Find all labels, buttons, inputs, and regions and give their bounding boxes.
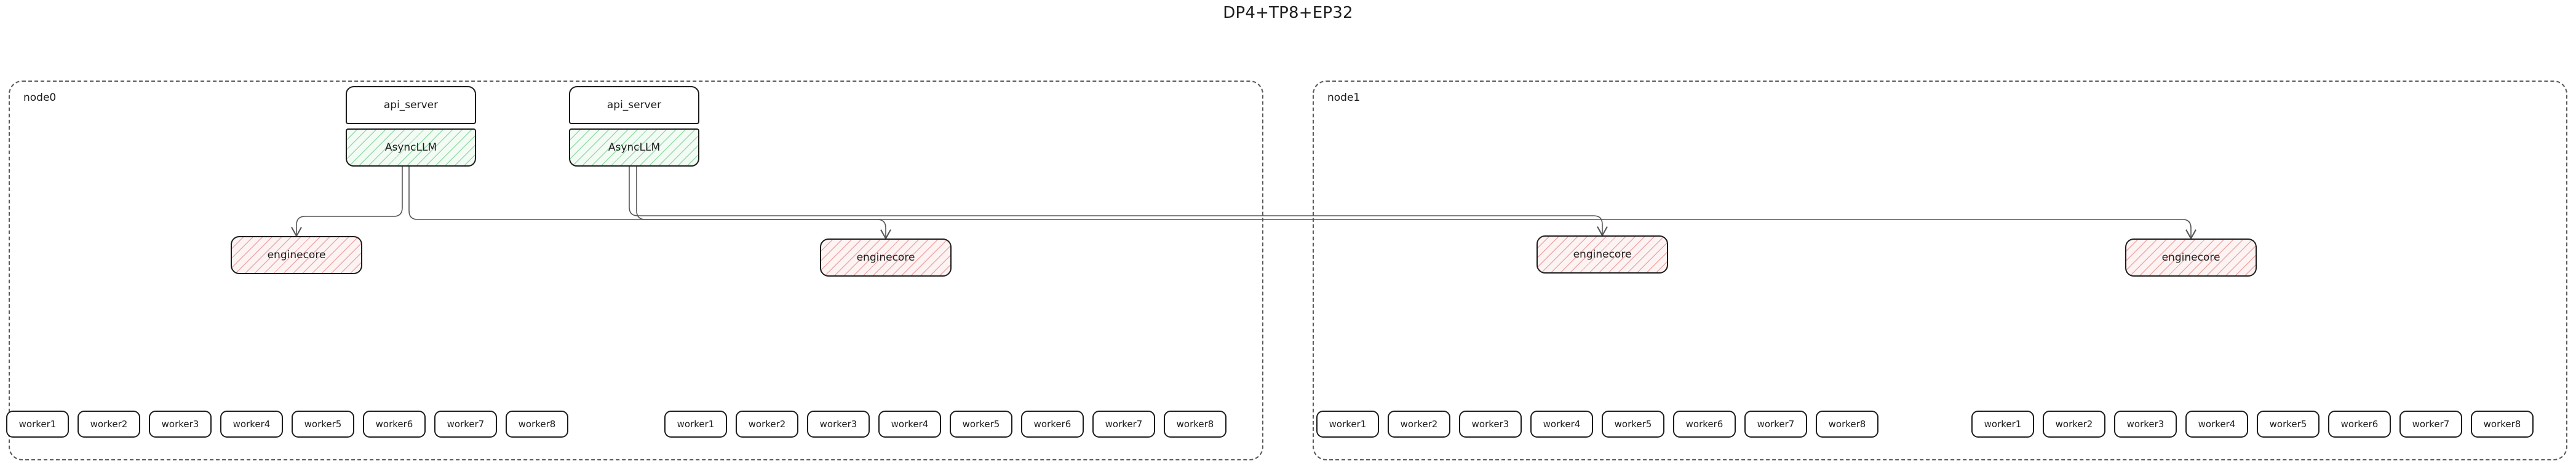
node-worker-label: worker8 bbox=[518, 418, 556, 430]
cluster-node0 bbox=[9, 81, 1263, 460]
cluster-label-node1: node1 bbox=[1327, 92, 1361, 104]
node-ec1[interactable]: enginecore bbox=[820, 238, 952, 277]
cluster-node1 bbox=[1313, 81, 2567, 460]
node-worker-wg3-3[interactable]: worker3 bbox=[2114, 411, 2177, 438]
node-worker-wg2-3[interactable]: worker3 bbox=[1459, 411, 1522, 438]
node-worker-label: worker1 bbox=[1984, 418, 2022, 430]
node-api0[interactable]: api_server bbox=[346, 86, 476, 124]
node-worker-wg0-7[interactable]: worker7 bbox=[434, 411, 497, 438]
node-worker-label: worker1 bbox=[18, 418, 57, 430]
node-worker-label: worker3 bbox=[1471, 418, 1509, 430]
node-worker-wg2-4[interactable]: worker4 bbox=[1530, 411, 1593, 438]
node-async0[interactable]: AsyncLLM bbox=[346, 128, 476, 167]
node-worker-label: worker8 bbox=[1176, 418, 1214, 430]
node-worker-wg2-6[interactable]: worker6 bbox=[1673, 411, 1736, 438]
node-worker-wg1-5[interactable]: worker5 bbox=[950, 411, 1012, 438]
node-worker-wg1-4[interactable]: worker4 bbox=[878, 411, 941, 438]
node-worker-label: worker2 bbox=[90, 418, 128, 430]
node-worker-wg0-8[interactable]: worker8 bbox=[506, 411, 568, 438]
node-worker-wg1-6[interactable]: worker6 bbox=[1021, 411, 1084, 438]
node-worker-wg0-5[interactable]: worker5 bbox=[292, 411, 354, 438]
node-label-async1: AsyncLLM bbox=[608, 141, 661, 154]
node-worker-label: worker2 bbox=[1400, 418, 1438, 430]
node-worker-wg3-4[interactable]: worker4 bbox=[2185, 411, 2248, 438]
node-worker-label: worker3 bbox=[819, 418, 857, 430]
node-label-ec2: enginecore bbox=[1573, 248, 1632, 261]
node-label-api0: api_server bbox=[383, 98, 439, 111]
node-label-api1: api_server bbox=[606, 98, 662, 111]
node-worker-label: worker7 bbox=[1757, 418, 1795, 430]
page-title: DP4+TP8+EP32 bbox=[1223, 4, 1353, 22]
node-ec2[interactable]: enginecore bbox=[1536, 235, 1668, 274]
node-label-ec1: enginecore bbox=[856, 251, 915, 264]
node-label-ec3: enginecore bbox=[2161, 251, 2220, 264]
node-worker-wg1-1[interactable]: worker1 bbox=[664, 411, 727, 438]
node-worker-label: worker4 bbox=[891, 418, 929, 430]
node-worker-wg0-4[interactable]: worker4 bbox=[220, 411, 283, 438]
node-worker-wg0-6[interactable]: worker6 bbox=[363, 411, 426, 438]
node-worker-label: worker6 bbox=[375, 418, 413, 430]
node-worker-label: worker4 bbox=[233, 418, 271, 430]
node-worker-wg3-7[interactable]: worker7 bbox=[2399, 411, 2462, 438]
node-worker-label: worker2 bbox=[748, 418, 786, 430]
node-worker-wg2-2[interactable]: worker2 bbox=[1388, 411, 1450, 438]
node-worker-wg2-7[interactable]: worker7 bbox=[1744, 411, 1807, 438]
node-label-async0: AsyncLLM bbox=[384, 141, 437, 154]
node-api1[interactable]: api_server bbox=[569, 86, 699, 124]
node-worker-wg3-8[interactable]: worker8 bbox=[2471, 411, 2534, 438]
node-worker-label: worker1 bbox=[1329, 418, 1367, 430]
node-worker-label: worker7 bbox=[2412, 418, 2450, 430]
node-worker-wg1-3[interactable]: worker3 bbox=[807, 411, 870, 438]
node-ec3[interactable]: enginecore bbox=[2125, 238, 2257, 277]
node-label-ec0: enginecore bbox=[267, 248, 326, 261]
node-worker-wg0-1[interactable]: worker1 bbox=[6, 411, 69, 438]
node-worker-wg0-3[interactable]: worker3 bbox=[149, 411, 212, 438]
node-worker-wg0-2[interactable]: worker2 bbox=[78, 411, 140, 438]
node-worker-label: worker5 bbox=[304, 418, 342, 430]
node-worker-wg3-2[interactable]: worker2 bbox=[2043, 411, 2105, 438]
node-worker-label: worker7 bbox=[1105, 418, 1143, 430]
node-worker-label: worker4 bbox=[1543, 418, 1581, 430]
node-worker-wg1-2[interactable]: worker2 bbox=[736, 411, 798, 438]
node-worker-label: worker5 bbox=[2269, 418, 2307, 430]
node-worker-label: worker6 bbox=[2340, 418, 2379, 430]
node-worker-label: worker5 bbox=[962, 418, 1000, 430]
node-worker-wg3-5[interactable]: worker5 bbox=[2257, 411, 2320, 438]
node-worker-wg2-1[interactable]: worker1 bbox=[1316, 411, 1379, 438]
node-worker-label: worker3 bbox=[2126, 418, 2165, 430]
node-worker-label: worker4 bbox=[2198, 418, 2236, 430]
cluster-label-node0: node0 bbox=[23, 92, 57, 104]
node-worker-wg2-5[interactable]: worker5 bbox=[1602, 411, 1664, 438]
node-worker-wg1-8[interactable]: worker8 bbox=[1164, 411, 1226, 438]
node-worker-label: worker2 bbox=[2055, 418, 2093, 430]
node-worker-label: worker5 bbox=[1614, 418, 1652, 430]
node-worker-wg1-7[interactable]: worker7 bbox=[1092, 411, 1155, 438]
node-worker-label: worker6 bbox=[1033, 418, 1071, 430]
node-worker-label: worker1 bbox=[677, 418, 715, 430]
node-worker-wg3-6[interactable]: worker6 bbox=[2328, 411, 2391, 438]
node-worker-wg2-8[interactable]: worker8 bbox=[1816, 411, 1878, 438]
node-worker-label: worker3 bbox=[161, 418, 199, 430]
node-ec0[interactable]: enginecore bbox=[231, 236, 362, 274]
node-async1[interactable]: AsyncLLM bbox=[569, 128, 699, 167]
node-worker-label: worker8 bbox=[2483, 418, 2521, 430]
node-worker-wg3-1[interactable]: worker1 bbox=[1971, 411, 2034, 438]
node-worker-label: worker7 bbox=[447, 418, 485, 430]
node-worker-label: worker8 bbox=[1828, 418, 1866, 430]
node-worker-label: worker6 bbox=[1685, 418, 1723, 430]
